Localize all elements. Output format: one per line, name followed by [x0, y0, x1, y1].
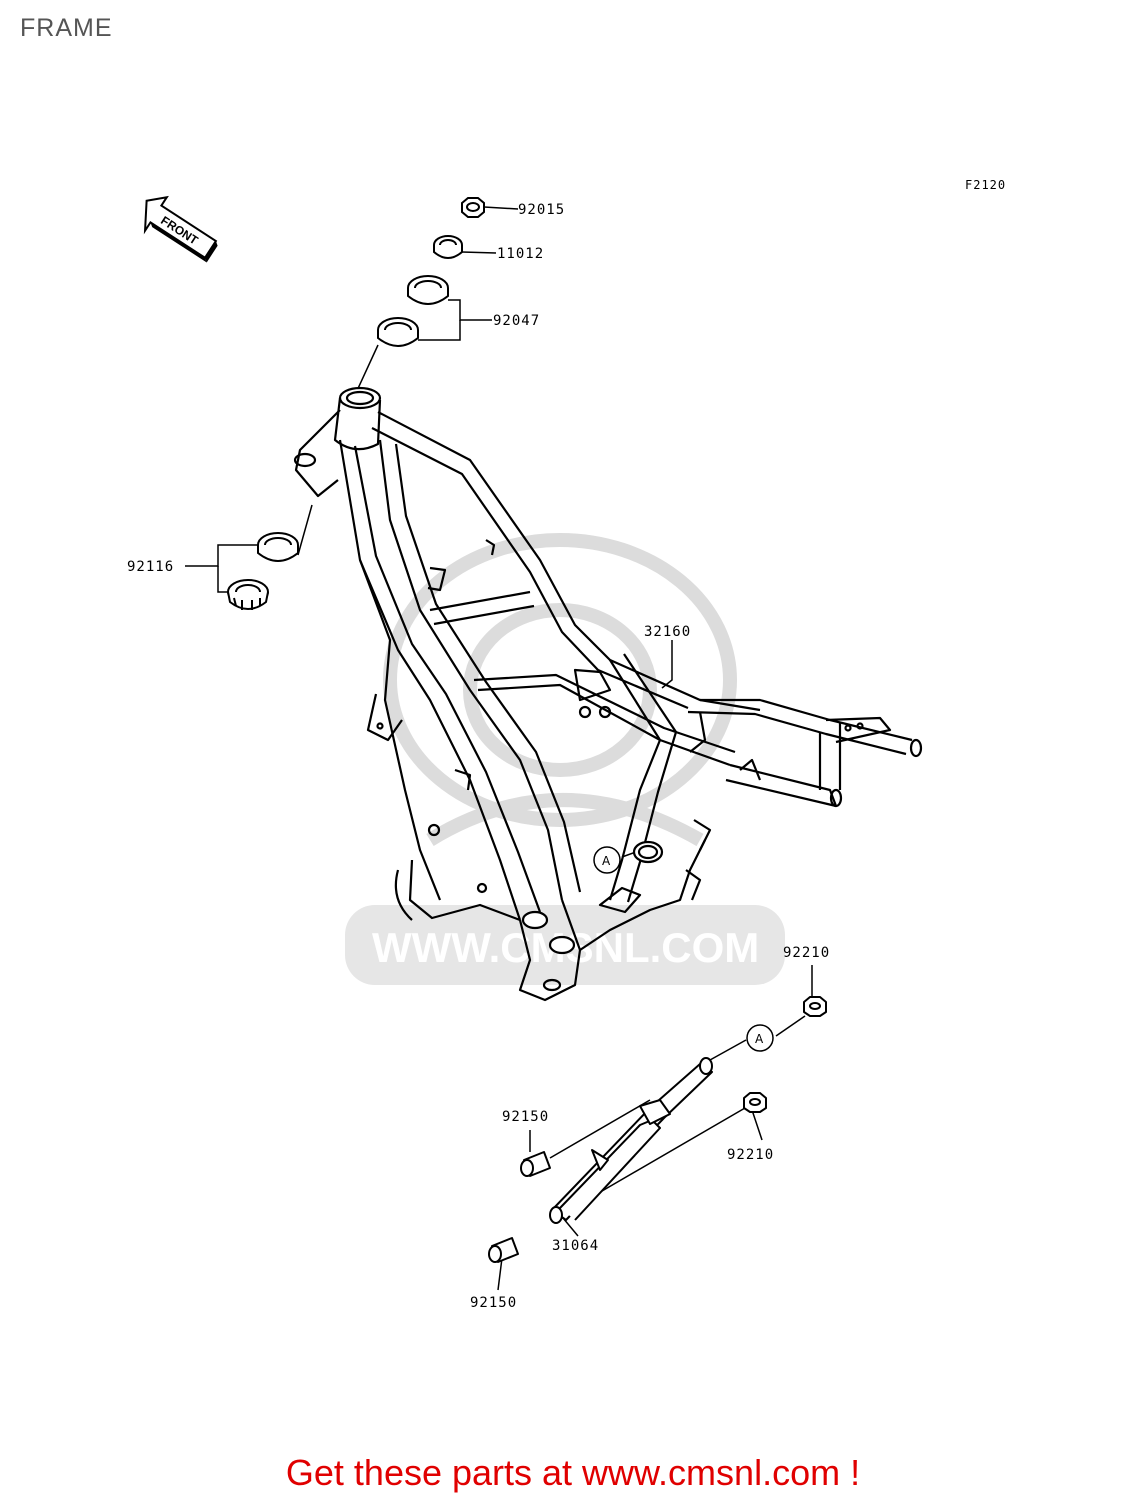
washer-11012-icon: [433, 235, 463, 259]
frame-32160: [293, 386, 923, 1002]
part-label-92015: 92015: [518, 202, 565, 218]
collar-92150-lower-icon: [488, 1237, 519, 1263]
callout-a-1-label: A: [602, 854, 611, 868]
race-92116-upper-icon: [257, 532, 299, 562]
part-label-92150-upper: 92150: [502, 1109, 549, 1125]
footer-suffix: !: [840, 1452, 861, 1493]
race-92047-lower-icon: [377, 317, 419, 347]
race-92047-upper-icon: [407, 275, 449, 305]
nut-92015-icon: [461, 197, 485, 218]
leader-lines: [185, 206, 813, 1291]
diagram-code: F2120: [965, 178, 1007, 192]
part-label-92047: 92047: [493, 313, 540, 329]
part-label-32160: 32160: [644, 624, 691, 640]
callout-a-2-label: A: [755, 1032, 764, 1046]
callout-a-2: A: [746, 1024, 774, 1052]
footer-promo: Get these parts at www.cmsnl.com !: [0, 1452, 1146, 1494]
bearing-92116-lower-icon: [227, 579, 269, 610]
part-label-92210-lower: 92210: [727, 1147, 774, 1163]
part-label-92210-upper: 92210: [783, 945, 830, 961]
part-label-31064: 31064: [552, 1238, 599, 1254]
nut-92210-upper-icon: [803, 996, 827, 1017]
bracket-31064-icon: [549, 1057, 713, 1224]
part-label-92116: 92116: [127, 559, 174, 575]
footer-prefix: Get these parts at: [285, 1452, 583, 1493]
part-label-11012: 11012: [497, 246, 544, 262]
page-title: FRAME: [20, 14, 113, 42]
callout-a-1: A: [593, 846, 621, 874]
parts-diagram: WWW.CMSNL.COM FRONT: [127, 195, 923, 1311]
front-arrow-icon: FRONT: [143, 195, 218, 263]
nut-92210-lower-icon: [743, 1092, 767, 1113]
footer-link[interactable]: www.cmsnl.com: [582, 1452, 841, 1493]
collar-92150-upper-icon: [520, 1151, 551, 1177]
part-label-92150-lower: 92150: [470, 1295, 517, 1311]
